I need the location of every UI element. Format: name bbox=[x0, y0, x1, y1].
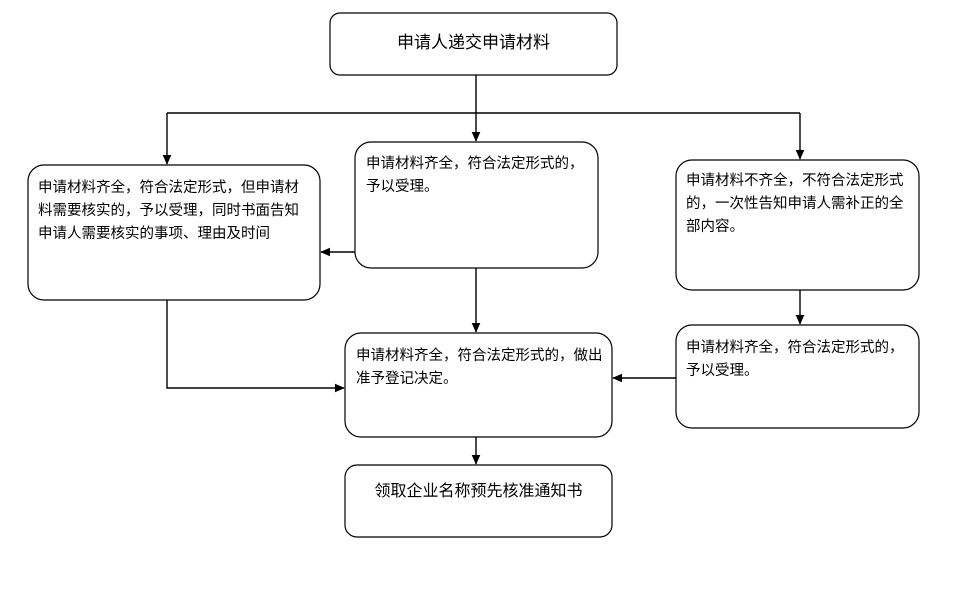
node-incomplete-notify[interactable] bbox=[675, 159, 920, 291]
node-approve-register[interactable] bbox=[344, 332, 613, 438]
node-accept-verify[interactable] bbox=[27, 164, 321, 301]
node-accept-after-fix[interactable] bbox=[675, 324, 920, 429]
node-receive-notice[interactable] bbox=[344, 464, 613, 538]
node-submit[interactable] bbox=[329, 12, 618, 76]
edge-accept-verify-to-approve-register bbox=[166, 300, 345, 393]
node-accept-complete[interactable] bbox=[354, 141, 599, 269]
